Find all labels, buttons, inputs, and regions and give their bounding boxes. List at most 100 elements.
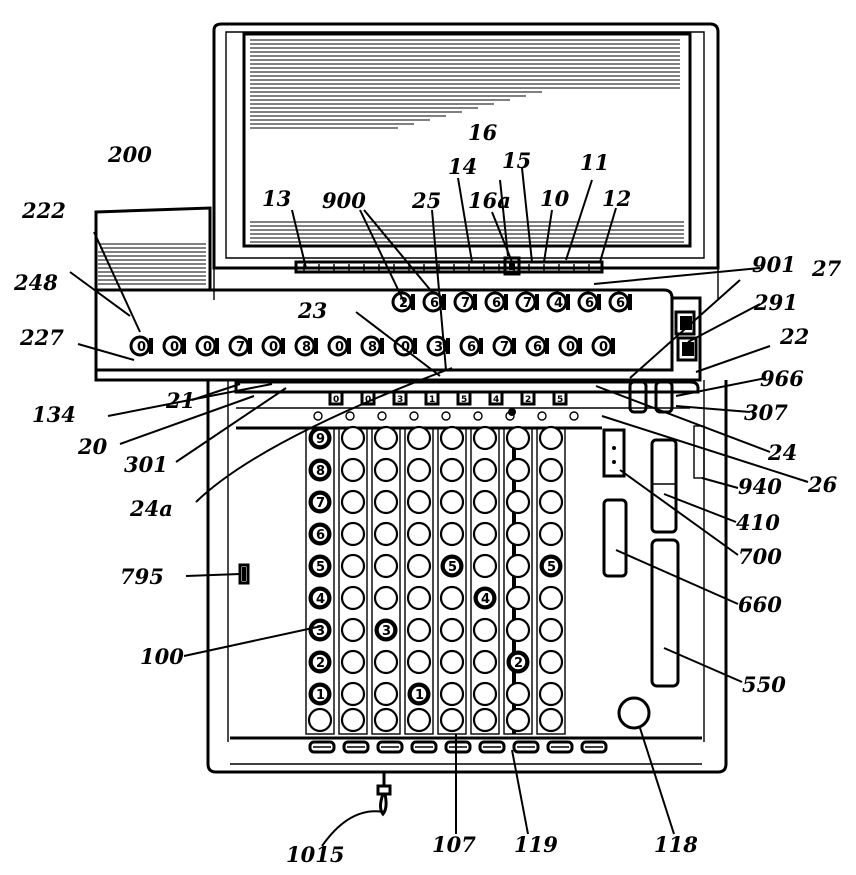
numeral-key[interactable]: 6 — [308, 522, 332, 546]
key-660[interactable] — [602, 498, 628, 578]
numeral-key[interactable]: 3 — [308, 618, 332, 642]
numeral-key[interactable] — [505, 681, 531, 707]
numeral-key[interactable] — [538, 649, 564, 675]
numeral-key[interactable] — [472, 521, 498, 547]
numeral-key[interactable] — [472, 425, 498, 451]
numeral-key[interactable] — [505, 617, 531, 643]
numeral-key[interactable] — [439, 617, 465, 643]
numeral-key[interactable]: 1 — [407, 682, 431, 706]
numeral-key[interactable] — [505, 553, 531, 579]
clear-key[interactable] — [512, 740, 540, 754]
numeral-key[interactable] — [505, 521, 531, 547]
numeral-key[interactable] — [340, 457, 366, 483]
numeral-key[interactable] — [340, 649, 366, 675]
key-410[interactable] — [650, 438, 678, 534]
numeral-key[interactable] — [406, 553, 432, 579]
numeral-key[interactable]: 5 — [440, 554, 464, 578]
numeral-key[interactable] — [472, 617, 498, 643]
numeral-key[interactable] — [439, 681, 465, 707]
numeral-key[interactable] — [373, 521, 399, 547]
numeral-key[interactable] — [472, 553, 498, 579]
numeral-key[interactable] — [373, 553, 399, 579]
numeral-key[interactable] — [505, 425, 531, 451]
key-550[interactable] — [650, 538, 680, 688]
numeral-key[interactable] — [340, 553, 366, 579]
numeral-key[interactable] — [472, 489, 498, 515]
key-966-left[interactable] — [628, 380, 648, 414]
numeral-key[interactable] — [538, 707, 564, 733]
numeral-key[interactable] — [538, 617, 564, 643]
numeral-key[interactable] — [505, 457, 531, 483]
numeral-key[interactable]: 2 — [506, 650, 530, 674]
clear-key[interactable] — [546, 740, 574, 754]
numeral-key[interactable] — [406, 585, 432, 611]
clear-key[interactable] — [444, 740, 472, 754]
numeral-key[interactable]: 9 — [308, 426, 332, 450]
numeral-key[interactable] — [373, 585, 399, 611]
numeral-key[interactable] — [439, 707, 465, 733]
numeral-key[interactable] — [505, 707, 531, 733]
numeral-key[interactable] — [472, 649, 498, 675]
numeral-key[interactable] — [538, 521, 564, 547]
numeral-key[interactable] — [406, 521, 432, 547]
numeral-key[interactable] — [472, 457, 498, 483]
clear-key[interactable] — [308, 740, 336, 754]
numeral-key[interactable] — [538, 457, 564, 483]
numeral-key[interactable] — [340, 617, 366, 643]
clear-key[interactable] — [376, 740, 404, 754]
numeral-key[interactable] — [406, 617, 432, 643]
numeral-key[interactable] — [538, 425, 564, 451]
numeral-key[interactable]: 2 — [308, 650, 332, 674]
numeral-key[interactable] — [439, 585, 465, 611]
numeral-key[interactable] — [340, 489, 366, 515]
clear-key[interactable] — [580, 740, 608, 754]
numeral-key[interactable] — [373, 457, 399, 483]
numeral-key[interactable] — [406, 489, 432, 515]
numeral-key[interactable]: 8 — [308, 458, 332, 482]
numeral-key[interactable]: 3 — [374, 618, 398, 642]
numeral-key[interactable] — [472, 707, 498, 733]
clear-key[interactable] — [410, 740, 438, 754]
numeral-key[interactable] — [340, 425, 366, 451]
numeral-key[interactable]: 4 — [308, 586, 332, 610]
numeral-key[interactable]: 1 — [308, 682, 332, 706]
numeral-key[interactable] — [340, 707, 366, 733]
numeral-key[interactable] — [439, 489, 465, 515]
clear-key[interactable] — [478, 740, 506, 754]
numeral-key[interactable]: 5 — [539, 554, 563, 578]
numeral-key[interactable] — [340, 681, 366, 707]
crank-1015[interactable] — [376, 772, 392, 817]
numeral-key[interactable] — [373, 489, 399, 515]
numeral-key[interactable] — [340, 585, 366, 611]
indicator-window: 1 — [424, 390, 440, 406]
motor-bar-118[interactable] — [617, 696, 651, 730]
numeral-key[interactable] — [406, 425, 432, 451]
numeral-key[interactable] — [373, 681, 399, 707]
numeral-key[interactable] — [373, 425, 399, 451]
numeral-key[interactable] — [373, 707, 399, 733]
numeral-key[interactable] — [538, 585, 564, 611]
label-410: 410 — [736, 510, 780, 535]
numeral-key[interactable] — [340, 521, 366, 547]
numeral-key[interactable]: 4 — [473, 586, 497, 610]
numeral-key[interactable] — [406, 649, 432, 675]
numeral-key[interactable] — [439, 521, 465, 547]
lever-795[interactable] — [238, 563, 250, 585]
numeral-key[interactable]: 5 — [308, 554, 332, 578]
numeral-key[interactable] — [373, 649, 399, 675]
numeral-key[interactable] — [406, 457, 432, 483]
numeral-key[interactable] — [505, 585, 531, 611]
numeral-key[interactable] — [439, 457, 465, 483]
numeral-key[interactable] — [505, 489, 531, 515]
numeral-key[interactable] — [307, 707, 333, 733]
clear-key[interactable] — [342, 740, 370, 754]
dial-digit: 6 — [533, 340, 542, 355]
key-700[interactable] — [602, 428, 626, 478]
numeral-key[interactable] — [406, 707, 432, 733]
numeral-key[interactable] — [439, 649, 465, 675]
numeral-key[interactable]: 7 — [308, 490, 332, 514]
numeral-key[interactable] — [538, 489, 564, 515]
numeral-key[interactable] — [538, 681, 564, 707]
numeral-key[interactable] — [472, 681, 498, 707]
numeral-key[interactable] — [439, 425, 465, 451]
